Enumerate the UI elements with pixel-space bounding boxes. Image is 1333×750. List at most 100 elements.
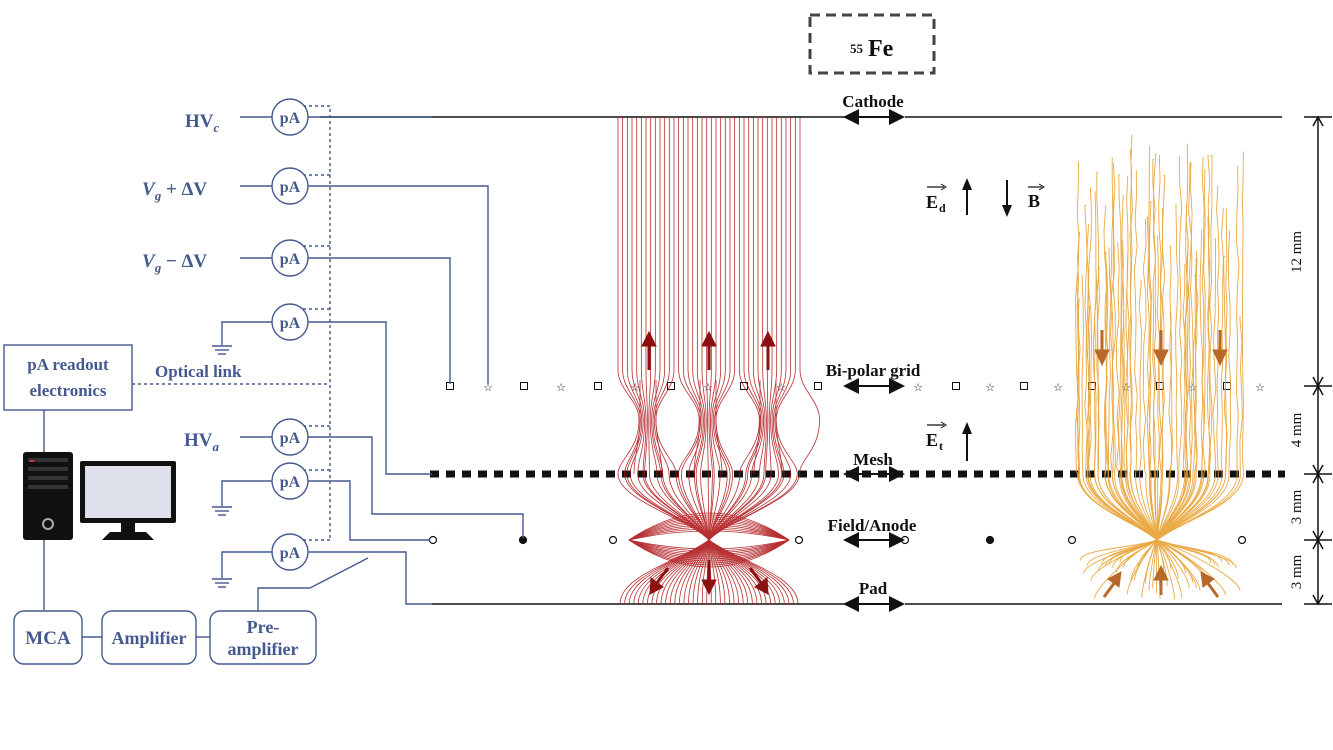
ammeter-label: pA xyxy=(280,474,301,491)
grid-wire-square xyxy=(952,382,960,390)
source-isotope-number: 55 xyxy=(850,41,864,56)
field-wire xyxy=(1067,535,1077,545)
grid-wire-square xyxy=(814,382,822,390)
arrow-down-left-icon xyxy=(649,567,670,595)
grid-wire-star: ☆ xyxy=(1255,382,1265,394)
ground-icon xyxy=(212,578,232,588)
arrow-down-icon xyxy=(1094,330,1110,367)
ammeter-icon: pA xyxy=(271,303,309,341)
arrow-down-icon xyxy=(1212,330,1228,367)
ammeter-label: pA xyxy=(280,315,301,332)
dimension-labels: 12 mm 4 mm 3 mm 3 mm xyxy=(1289,231,1305,590)
field-wire xyxy=(428,535,438,545)
anode-pad-gap-dimension: 3 mm xyxy=(1289,554,1305,589)
hvc-label: HVc xyxy=(185,111,220,135)
arrow-down-right-icon xyxy=(748,567,769,595)
grid-label: Bi-polar grid xyxy=(826,361,921,380)
computer-tower-icon xyxy=(23,452,73,540)
readout-line2: electronics xyxy=(29,381,106,400)
field-wire xyxy=(608,535,618,545)
field-wire xyxy=(1237,535,1247,545)
drift-field-subscript: d xyxy=(939,201,946,215)
preamp-label-line1: Pre- xyxy=(247,617,280,637)
drift-gap-dimension: 12 mm xyxy=(1289,231,1305,273)
ground-icon xyxy=(212,345,232,355)
preamp-box xyxy=(209,610,317,665)
mesh-label: Mesh xyxy=(853,450,893,469)
dimension-bar xyxy=(1304,115,1332,606)
ammeter-icon: pA xyxy=(271,533,309,571)
signal-chain: MCA Amplifier Pre- amplifier xyxy=(13,610,317,665)
monitor-icon xyxy=(80,461,176,540)
arrow-up-icon xyxy=(701,330,717,370)
grid-wire-square xyxy=(520,382,528,390)
arrow-up-icon xyxy=(1153,564,1169,595)
arrow-down-icon xyxy=(1002,180,1012,217)
arrow-up-icon xyxy=(641,330,657,370)
grid-wire-star: ☆ xyxy=(1188,382,1198,394)
arrow-up-icon xyxy=(760,330,776,370)
readout-line1: pA readout xyxy=(27,355,109,374)
arrow-down-icon xyxy=(1153,330,1169,367)
grid-wires: ☆☆☆☆☆☆☆☆☆☆☆ xyxy=(446,382,1265,394)
electrodes xyxy=(320,116,1285,605)
arrow-up-icon xyxy=(962,178,972,215)
field-wire xyxy=(900,535,910,545)
grid-wire-star: ☆ xyxy=(483,382,493,394)
anode-label: Field/Anode xyxy=(828,516,917,535)
mesh-anode-gap-dimension: 3 mm xyxy=(1289,489,1305,524)
field-direction-arrows xyxy=(641,330,776,596)
transfer-gap-dimension: 4 mm xyxy=(1289,412,1305,447)
ammeter-icon: pA xyxy=(271,167,309,205)
arrow-up-icon xyxy=(962,422,972,461)
ammeter-label: pA xyxy=(280,430,301,447)
grid-wire-square xyxy=(594,382,602,390)
field-vectors: E d B E t xyxy=(926,178,1045,461)
source-element: Fe xyxy=(868,36,894,62)
ammeter-icon: pA xyxy=(271,239,309,277)
ammeters: pA pA pA pA pA pA pA xyxy=(271,98,309,571)
ammeter-icon: pA xyxy=(271,98,309,136)
electrode-labels: Cathode Bi-polar grid Mesh Field/Anode P… xyxy=(826,92,921,612)
vg-minus-label: Vg − ΔV xyxy=(142,251,207,275)
electron-tracks-simulation xyxy=(1075,134,1244,600)
cathode-label: Cathode xyxy=(842,92,904,111)
pad-label: Pad xyxy=(859,579,888,598)
grid-wire-star: ☆ xyxy=(913,382,923,394)
mca-box xyxy=(13,610,83,665)
ammeter-label: pA xyxy=(280,110,301,127)
circuit-wiring xyxy=(43,105,524,638)
field-lines-simulation xyxy=(617,117,821,605)
arrow-up-right-icon xyxy=(1102,571,1122,598)
track-direction-arrows xyxy=(1094,330,1228,598)
grid-wire-star: ☆ xyxy=(703,382,713,394)
vg-plus-label: Vg + ΔV xyxy=(142,179,207,203)
grid-wire-star: ☆ xyxy=(1053,382,1063,394)
mca-label: MCA xyxy=(25,628,71,649)
transfer-field-label: E xyxy=(926,430,938,450)
transfer-field-subscript: t xyxy=(939,439,943,453)
drift-field-label: E xyxy=(926,192,938,212)
readout-box: pA readout electronics xyxy=(3,344,133,411)
grid-wire-star: ☆ xyxy=(556,382,566,394)
arrow-up-left-icon xyxy=(1200,571,1220,598)
grid-wire-star: ☆ xyxy=(1121,382,1131,394)
preamp-label-line2: amplifier xyxy=(228,639,299,659)
anode-wire xyxy=(985,535,995,545)
ammeter-icon: pA xyxy=(271,462,309,500)
grid-wire-star: ☆ xyxy=(776,382,786,394)
voltage-labels: HVc Vg + ΔV Vg − ΔV HVa Optical link xyxy=(142,111,242,454)
ammeter-icon: pA xyxy=(271,418,309,456)
grid-wire-square xyxy=(1020,382,1028,390)
amplifier-label: Amplifier xyxy=(112,628,187,648)
amplifier-box xyxy=(101,610,197,665)
ammeter-label: pA xyxy=(280,251,301,268)
field-wire xyxy=(794,535,804,545)
grid-wire-square xyxy=(667,382,675,390)
arrow-down-icon xyxy=(701,560,717,596)
magnetic-field-label: B xyxy=(1028,191,1040,211)
ammeter-label: pA xyxy=(280,179,301,196)
hva-label: HVa xyxy=(184,430,220,454)
source-box: 55 Fe xyxy=(808,13,936,75)
grid-wire-star: ☆ xyxy=(985,382,995,394)
